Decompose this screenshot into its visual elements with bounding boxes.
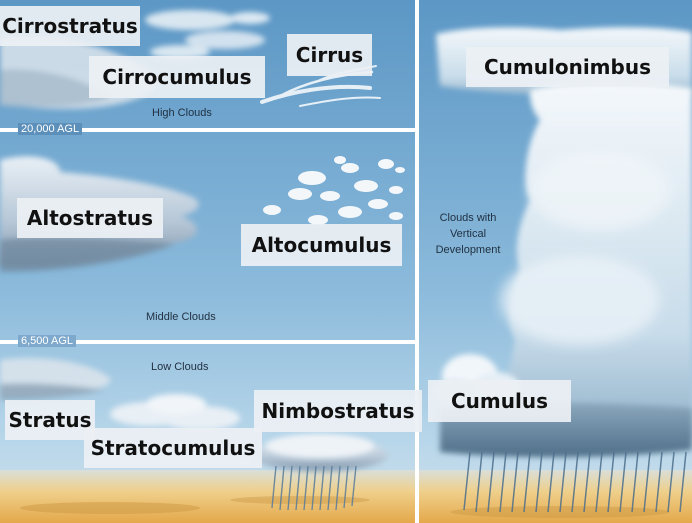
stratus-cloud: [0, 358, 111, 400]
altocumulus-cloud: [263, 156, 405, 225]
layer-label-low: Low Clouds: [151, 361, 209, 373]
label-cirrostratus: Cirrostratus: [0, 6, 140, 46]
ground: [0, 470, 692, 523]
vertical-development-line2: Vertical: [449, 228, 487, 240]
cirrocumulus-cloud: [145, 10, 270, 59]
label-cirrus: Cirrus: [287, 34, 372, 76]
label-altostratus: Altostratus: [17, 198, 163, 238]
nimbostratus-cloud: [252, 434, 388, 511]
label-stratocumulus: Stratocumulus: [84, 428, 262, 468]
layer-label-high: High Clouds: [152, 107, 212, 119]
layer-label-middle: Middle Clouds: [146, 311, 216, 323]
label-altocumulus: Altocumulus: [241, 224, 402, 266]
vertical-development-line3: Development: [435, 244, 501, 256]
label-cirrocumulus: Cirrocumulus: [89, 56, 265, 98]
altitude-label-20000: 20,000 AGL: [18, 123, 83, 135]
label-cumulus: Cumulus: [428, 380, 571, 422]
label-stratus: Stratus: [5, 400, 95, 440]
stratocumulus-cloud: [110, 394, 240, 430]
label-cumulonimbus: Cumulonimbus: [466, 47, 669, 87]
vertical-development-line1: Clouds with: [439, 212, 497, 224]
vertical-development-label: Clouds with Vertical Development: [426, 210, 510, 258]
label-nimbostratus: Nimbostratus: [254, 390, 422, 432]
altitude-label-6500: 6,500 AGL: [18, 335, 76, 347]
